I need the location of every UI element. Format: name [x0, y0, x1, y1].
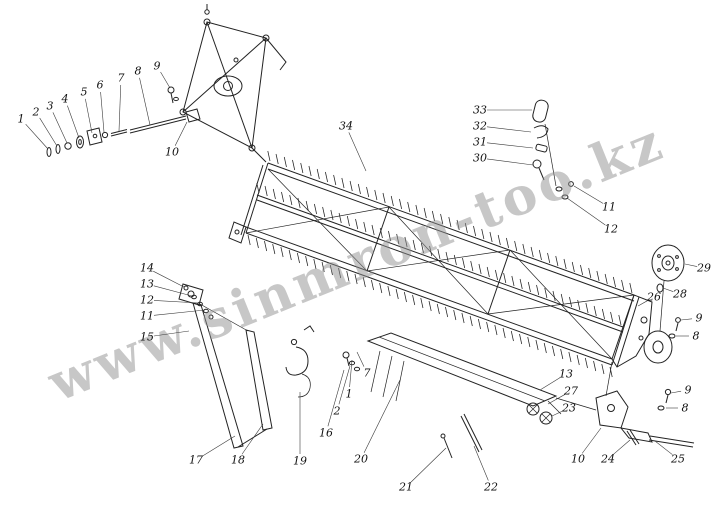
drive-discs: [643, 244, 685, 364]
left-shaft-parts: [46, 86, 201, 157]
reel-assembly: [228, 150, 653, 378]
part-callout-19: 19: [293, 454, 307, 468]
part-callout-17: 17: [189, 453, 203, 467]
part-callout-8: 8: [692, 329, 700, 343]
part-callout-4: 4: [61, 92, 69, 106]
support-arm: [178, 283, 273, 449]
part-callout-5: 5: [80, 85, 88, 99]
part-callout-10: 10: [571, 452, 585, 466]
part-callout-27: 27: [564, 384, 578, 398]
part-callout-20: 20: [354, 452, 368, 466]
part-callout-2: 2: [333, 404, 341, 418]
watermark-text: www.sinmron-too.kz: [39, 111, 673, 415]
spider-frame: [179, 4, 287, 163]
bat-board: [342, 332, 562, 459]
part-callout-10: 10: [165, 145, 179, 159]
hook-latch: [285, 325, 315, 398]
part-callout-12: 12: [604, 222, 618, 236]
part-callout-9: 9: [695, 311, 703, 325]
part-callout-8: 8: [681, 401, 689, 415]
part-callout-28: 28: [673, 287, 687, 301]
part-callout-34: 34: [339, 119, 353, 133]
part-callout-33: 33: [473, 103, 487, 117]
part-callout-13: 13: [559, 367, 573, 381]
part-callout-13: 13: [140, 277, 154, 291]
part-callout-30: 30: [473, 151, 487, 165]
part-callout-31: 31: [473, 135, 487, 149]
part-callout-12: 12: [140, 293, 154, 307]
part-callout-26: 26: [647, 290, 661, 304]
part-callout-25: 25: [671, 452, 685, 466]
leader-lines: [25, 71, 698, 483]
part-callout-1: 1: [17, 112, 25, 126]
part-callout-9: 9: [684, 383, 692, 397]
part-callout-11: 11: [140, 309, 154, 323]
part-callout-29: 29: [697, 261, 711, 275]
part-callout-1: 1: [345, 387, 353, 401]
part-callout-16: 16: [319, 426, 333, 440]
part-callout-2: 2: [32, 105, 40, 119]
part-callout-14: 14: [140, 261, 154, 275]
watermark-layer: www.sinmron-too.kz: [39, 111, 673, 415]
part-callout-32: 32: [473, 119, 487, 133]
part-callout-8: 8: [134, 64, 142, 78]
part-callout-24: 24: [601, 452, 615, 466]
part-callout-7: 7: [363, 366, 371, 380]
part-callout-23: 23: [562, 401, 576, 415]
part-callout-6: 6: [96, 78, 104, 92]
part-callout-9: 9: [153, 59, 161, 73]
part-callout-3: 3: [46, 99, 54, 113]
part-callout-11: 11: [602, 200, 616, 214]
part-callout-18: 18: [231, 453, 245, 467]
part-callout-15: 15: [140, 330, 154, 344]
part-callout-7: 7: [117, 71, 125, 85]
reel-tines: [247, 150, 633, 378]
upright-parts-right: [532, 99, 574, 200]
part-callout-22: 22: [484, 480, 498, 494]
part-callout-21: 21: [399, 480, 413, 494]
crank-assembly: [526, 361, 695, 448]
